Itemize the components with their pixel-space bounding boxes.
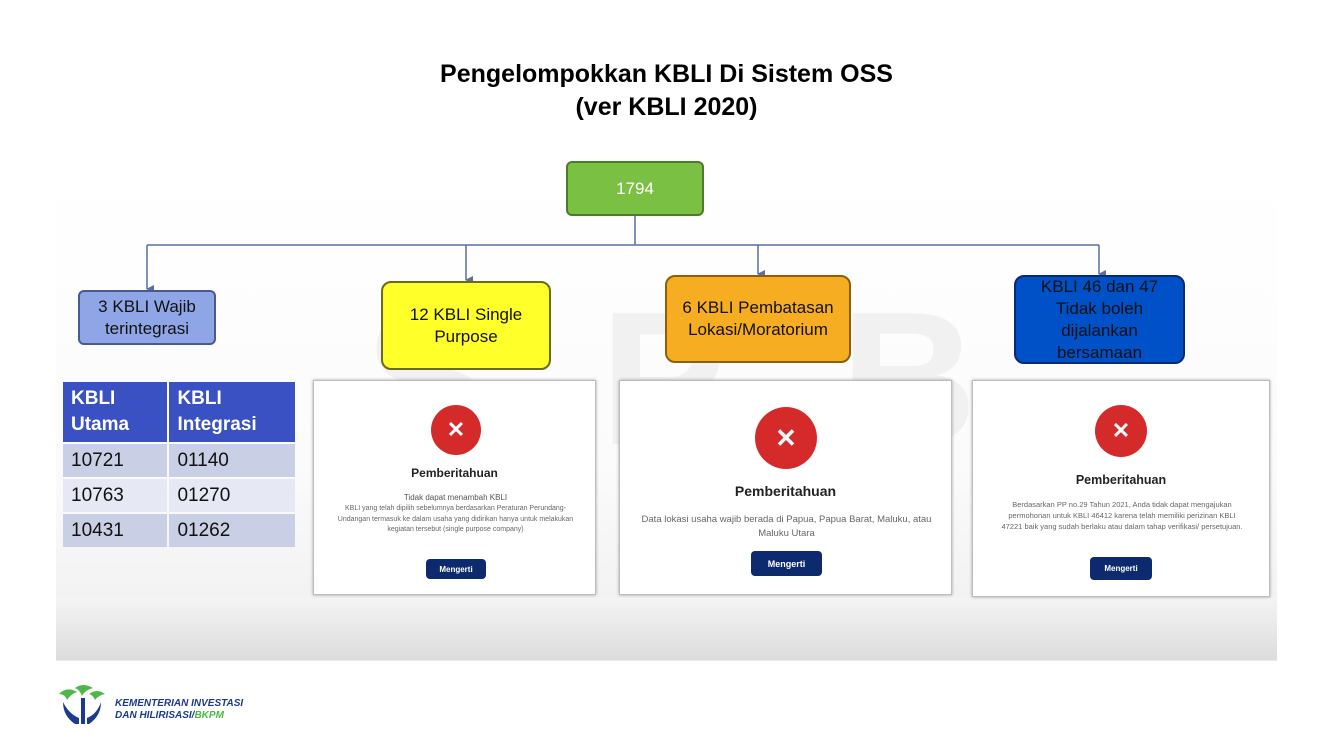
notice-lead: Tidak dapat menambah KBLI: [403, 493, 508, 502]
notice-body: Berdasarkan PP no.29 Tahun 2021, Anda ti…: [1001, 500, 1243, 531]
table-cell: 01262: [169, 514, 295, 547]
close-icon: ✕: [431, 405, 481, 455]
mengerti-button[interactable]: Mengerti: [426, 559, 486, 579]
table-cell: 01270: [169, 479, 295, 512]
category-label: 12 KBLI Single Purpose: [409, 304, 523, 346]
table-cell: 10763: [63, 479, 168, 512]
slide-title-line1: Pengelompokkan KBLI Di Sistem OSS: [440, 60, 893, 88]
close-icon: ✕: [1095, 405, 1147, 457]
table-header-kbli-utama: KBLI Utama: [63, 382, 168, 442]
logo-text-line2a: DAN HILIRISASI/: [115, 710, 195, 721]
notice-title: Pemberitahuan: [1075, 473, 1167, 487]
table-row: 10763 01270: [63, 479, 295, 512]
mengerti-button[interactable]: Mengerti: [751, 551, 822, 576]
category-box-kbli-46-47: KBLI 46 dan 47 Tidak boleh dijalankan be…: [1014, 275, 1185, 364]
category-box-single-purpose: 12 KBLI Single Purpose: [381, 281, 551, 370]
logo-text-line2b: BKPM: [194, 710, 224, 721]
logo-text-line2: DAN HILIRISASI/BKPM: [115, 710, 243, 722]
table-cell: 10431: [63, 514, 168, 547]
notice-dialog-kbli-46-47: ✕ Pemberitahuan Berdasarkan PP no.29 Tah…: [972, 380, 1270, 597]
category-box-wajib-terintegrasi: 3 KBLI Wajib terintegrasi: [78, 290, 216, 345]
category-label: 3 KBLI Wajib terintegrasi: [98, 296, 196, 338]
notice-dialog-single-purpose: ✕ Pemberitahuan Tidak dapat menambah KBL…: [313, 380, 596, 595]
table-row: 10721 01140: [63, 444, 295, 477]
close-icon: ✕: [755, 407, 817, 469]
root-node-label: 1794: [616, 178, 654, 198]
slide-title-line2: (ver KBLI 2020): [575, 93, 758, 121]
logo-text-line1: KEMENTERIAN INVESTASI: [115, 698, 244, 709]
bottom-gray-band: [56, 598, 1277, 660]
category-box-pembatasan-lokasi: 6 KBLI Pembatasan Lokasi/Moratorium: [665, 275, 851, 363]
table-row: 10431 01262: [63, 514, 295, 547]
notice-title: Pemberitahuan: [734, 483, 837, 499]
root-node: 1794: [566, 161, 704, 216]
ministry-logo-text: KEMENTERIAN INVESTASI DAN HILIRISASI/BKP…: [115, 698, 243, 722]
notice-body: Data lokasi usaha wajib berada di Papua,…: [641, 514, 932, 539]
ministry-logo-icon: [59, 685, 105, 724]
table-header-kbli-integrasi: KBLI Integrasi: [169, 382, 295, 442]
notice-dialog-lokasi: ✕ Pemberitahuan Data lokasi usaha wajib …: [619, 380, 952, 595]
notice-body: KBLI yang telah dipilih sebelumnya berda…: [337, 505, 574, 533]
table-cell: 01140: [169, 444, 295, 477]
notice-title: Pemberitahuan: [411, 466, 498, 480]
slide-title: Pengelompokkan KBLI Di Sistem OSS (ver K…: [0, 58, 1333, 124]
kbli-table: KBLI Utama KBLI Integrasi 10721 01140 10…: [61, 380, 297, 549]
category-label: KBLI 46 dan 47 Tidak boleh dijalankan be…: [1040, 276, 1159, 362]
table-header-row: KBLI Utama KBLI Integrasi: [63, 382, 295, 442]
category-label: 6 KBLI Pembatasan Lokasi/Moratorium: [682, 298, 834, 339]
mengerti-button[interactable]: Mengerti: [1090, 557, 1152, 580]
table-cell: 10721: [63, 444, 168, 477]
